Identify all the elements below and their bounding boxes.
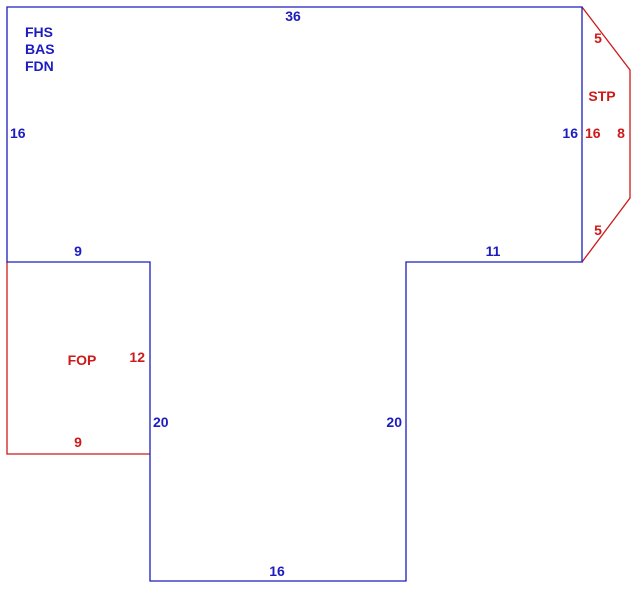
dim-stem-right: 20 xyxy=(386,414,402,430)
dim-left: 16 xyxy=(10,125,26,141)
porch-dim-bottom: 9 xyxy=(74,434,82,450)
porch-code: FOP xyxy=(68,352,97,368)
area-code-fdn: FDN xyxy=(25,58,54,74)
stoop-dim-lower-angle: 5 xyxy=(594,222,602,238)
area-code-fhs: FHS xyxy=(25,24,53,40)
porch-outline xyxy=(6,262,150,455)
stoop-dim-outer: 8 xyxy=(617,125,625,141)
stoop-dim-upper-angle: 5 xyxy=(594,30,602,46)
main-structure-outline xyxy=(6,6,583,582)
stoop-code: STP xyxy=(588,88,615,104)
dim-stem-left: 20 xyxy=(153,414,169,430)
stoop-outline xyxy=(581,6,631,263)
dim-top: 36 xyxy=(285,8,301,24)
dim-bottom: 16 xyxy=(269,563,285,579)
dim-right-step: 11 xyxy=(486,243,501,259)
dim-right-inner: 16 xyxy=(562,125,578,141)
area-code-bas: BAS xyxy=(25,41,55,57)
dim-left-step: 9 xyxy=(74,243,82,259)
porch-dim-side: 12 xyxy=(129,349,145,365)
stoop-dim-inner: 16 xyxy=(585,125,601,141)
